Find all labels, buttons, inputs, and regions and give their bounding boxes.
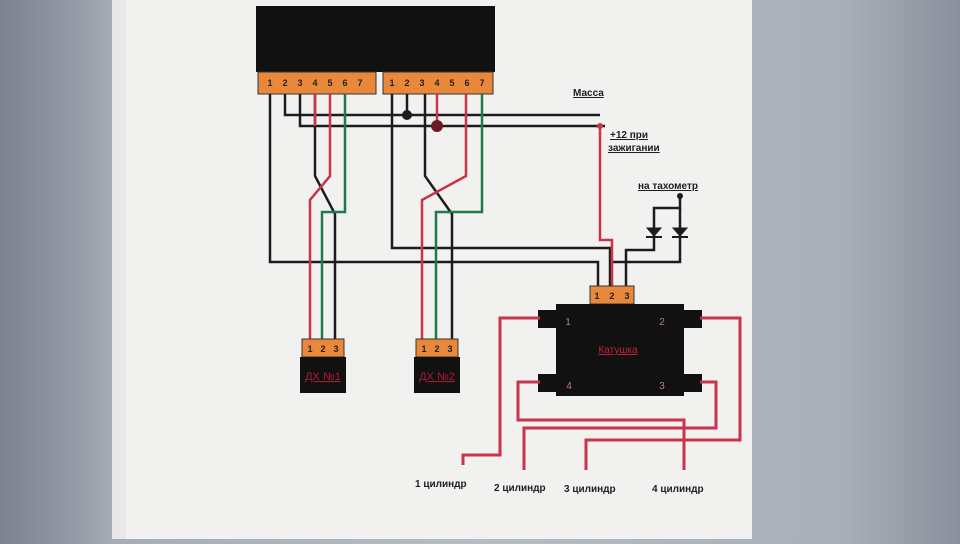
- switch-box-2: 1 2 3 4 5 6 7: [377, 6, 495, 95]
- coil-label: Катушка: [598, 345, 637, 356]
- junction-dot: [431, 120, 443, 132]
- box1-to-sensor1-wire: [313, 94, 337, 340]
- sensor-1-pin-2: 2: [320, 344, 325, 354]
- sensor-1-pin-3: 3: [333, 344, 338, 354]
- tacho-diode1-to-coil-wire: [624, 232, 656, 286]
- wires-black: [268, 94, 682, 340]
- ignition-bus-wire: [298, 94, 605, 128]
- switch-box-2-pin-6: 6: [464, 78, 469, 88]
- box2-green-wire: [434, 94, 484, 340]
- sensor-2-pin-2: 2: [434, 344, 439, 354]
- switch-box-1-pins: 1 2 3 4 5 6 7: [267, 78, 362, 88]
- ignition-coil: 1 2 3 1 2 4 3 Катушка: [538, 285, 702, 396]
- sensor-2-pin-1: 1: [421, 344, 426, 354]
- coil-terminal-2-label: 2: [659, 317, 665, 328]
- tachometer-label: на тахометр: [638, 181, 698, 192]
- cylinder-4-label: 4 цилиндр: [652, 484, 704, 495]
- sensor-2-pin-3: 3: [447, 344, 452, 354]
- switch-box-1-pin-4: 4: [312, 78, 317, 88]
- ignition-to-coil-wire: [598, 126, 614, 286]
- diode-1-icon: [645, 227, 663, 237]
- junctions: [402, 110, 683, 199]
- switch-box-1: 1 2 3 4 5 6 7: [256, 6, 380, 95]
- switch-box-2-pin-3: 3: [419, 78, 424, 88]
- switch-box-2-pin-2: 2: [404, 78, 409, 88]
- sensor-1-label: ДХ №1: [305, 371, 341, 383]
- cylinder-2-label: 2 цилиндр: [494, 483, 546, 494]
- sensor-1: 1 2 3 ДХ №1: [300, 338, 346, 393]
- wires-red: [308, 94, 614, 340]
- hv-leads: [461, 316, 742, 470]
- sensor-1-pin-1: 1: [307, 344, 312, 354]
- coil-terminal-4: [538, 374, 560, 392]
- sensor-2-label: ДХ №2: [419, 371, 455, 383]
- switch-box-1-pin-6: 6: [342, 78, 347, 88]
- switch-box-1-connector: [257, 71, 377, 95]
- ignition-label-line2: зажигании: [608, 143, 660, 154]
- ground-bus-wire: [283, 94, 600, 117]
- switch-box-2-pins: 1 2 3 4 5 6 7: [389, 78, 484, 88]
- sensor-2-body: [414, 357, 460, 393]
- sensor-2: 1 2 3 ДХ №2: [414, 338, 460, 393]
- switch-box-2-pin-1: 1: [389, 78, 394, 88]
- coil-terminal-4-label: 4: [566, 381, 572, 392]
- coil-pin-2: 2: [609, 291, 614, 301]
- hv-lead-cyl1: [461, 316, 540, 465]
- coil-terminal-3-label: 3: [659, 381, 665, 392]
- cylinder-3-label: 3 цилиндр: [564, 484, 616, 495]
- switch-box-2-pin-7: 7: [479, 78, 484, 88]
- ground-label: Масса: [573, 88, 604, 99]
- junction-dot: [402, 110, 412, 120]
- coil-terminal-2: [680, 310, 702, 328]
- cylinder-labels: 1 цилиндр 2 цилиндр 3 цилиндр 4 цилиндр: [415, 479, 704, 495]
- coil-body: [556, 304, 684, 396]
- box1-pin1-to-coil-wire: [268, 94, 600, 286]
- tacho-diode2-to-bus-wire: [610, 232, 682, 264]
- ignition-label-line1: +12 при: [610, 130, 648, 141]
- coil-terminal-1: [538, 310, 560, 328]
- cylinder-1-label: 1 цилиндр: [415, 479, 467, 490]
- switch-box-2-pin-4: 4: [434, 78, 439, 88]
- coil-pin-3: 3: [624, 291, 629, 301]
- switch-box-2-body: [377, 6, 495, 72]
- screen-shadow-left: [112, 0, 126, 539]
- sensor-1-body: [300, 357, 346, 393]
- box2-to-sensor2-wire: [423, 94, 454, 340]
- box1-green-wire: [320, 94, 347, 340]
- tacho-diodes: [645, 227, 689, 238]
- coil-pin-1: 1: [594, 291, 599, 301]
- junction-dot: [677, 193, 683, 199]
- box1-red-wire: [308, 94, 332, 340]
- coil-terminal-1-label: 1: [565, 317, 571, 328]
- switch-box-1-pin-3: 3: [297, 78, 302, 88]
- switch-box-1-pin-1: 1: [267, 78, 272, 88]
- tacho-wire: [652, 196, 682, 232]
- junction-dot: [597, 123, 603, 129]
- hv-lead-cyl4: [522, 380, 718, 470]
- switch-box-2-pin-5: 5: [449, 78, 454, 88]
- switch-box-1-body: [256, 6, 380, 72]
- diode-2-icon: [671, 227, 689, 237]
- hv-lead-cyl3: [516, 380, 686, 470]
- switch-box-1-pin-2: 2: [282, 78, 287, 88]
- box2-pin1-to-coil-wire: [390, 94, 612, 286]
- switch-box-1-pin-5: 5: [327, 78, 332, 88]
- box2-red-wire: [420, 94, 468, 340]
- hv-lead-cyl2: [584, 316, 742, 470]
- wires-green: [320, 94, 484, 340]
- coil-terminal-3: [680, 374, 702, 392]
- switch-box-1-pin-7: 7: [357, 78, 362, 88]
